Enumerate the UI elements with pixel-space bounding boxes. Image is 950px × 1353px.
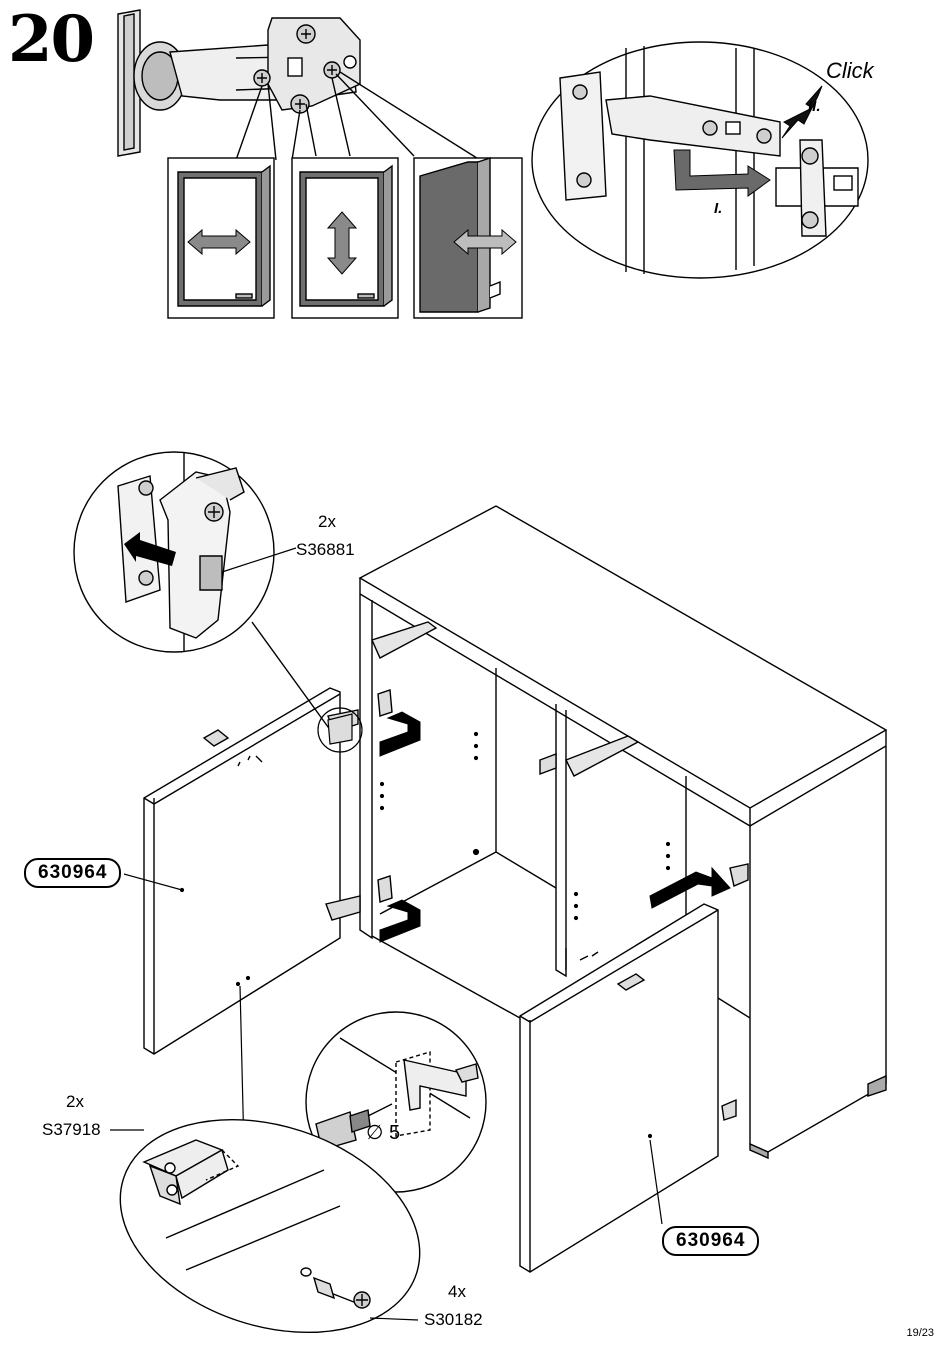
connector-magnifier	[119, 1118, 421, 1334]
click-arrow-ii	[781, 85, 823, 139]
hinge-magnifier-arrow-icon	[124, 532, 176, 566]
insert-arrow-i	[673, 149, 771, 197]
connector-qty: 2x	[66, 1092, 84, 1111]
step-ii-label: II.	[808, 98, 821, 115]
connector-code: S37918	[42, 1120, 101, 1139]
drill-diameter-label: ∅ 5	[366, 1122, 401, 1144]
click-label: Click	[826, 58, 874, 83]
hinge-depth-adjust-icon	[453, 228, 517, 256]
hinge-side-adjust-icon	[187, 228, 251, 256]
hinge-qty: 2x	[318, 512, 336, 531]
door-mount-arrows	[379, 711, 731, 943]
right-door	[519, 903, 719, 1273]
hinge-adjust-illustration	[117, 9, 481, 161]
adjust-box-side	[167, 157, 275, 319]
left-door	[143, 687, 361, 1055]
hinge-code: S36881	[296, 540, 355, 559]
screw-qty: 4x	[448, 1282, 466, 1301]
hinge-height-adjust-icon	[326, 211, 358, 275]
hinge-magnifier	[73, 451, 337, 739]
left-door-part-number: 630964	[24, 858, 122, 888]
screw-code: S30182	[424, 1310, 483, 1329]
step-i-label: I.	[714, 200, 723, 217]
page-number: 19/23	[906, 1327, 934, 1339]
click-detail-bubble	[531, 41, 869, 279]
right-door-part-number: 630964	[662, 1226, 760, 1256]
step-number: 20	[8, 2, 95, 77]
cabinet	[358, 505, 888, 1160]
